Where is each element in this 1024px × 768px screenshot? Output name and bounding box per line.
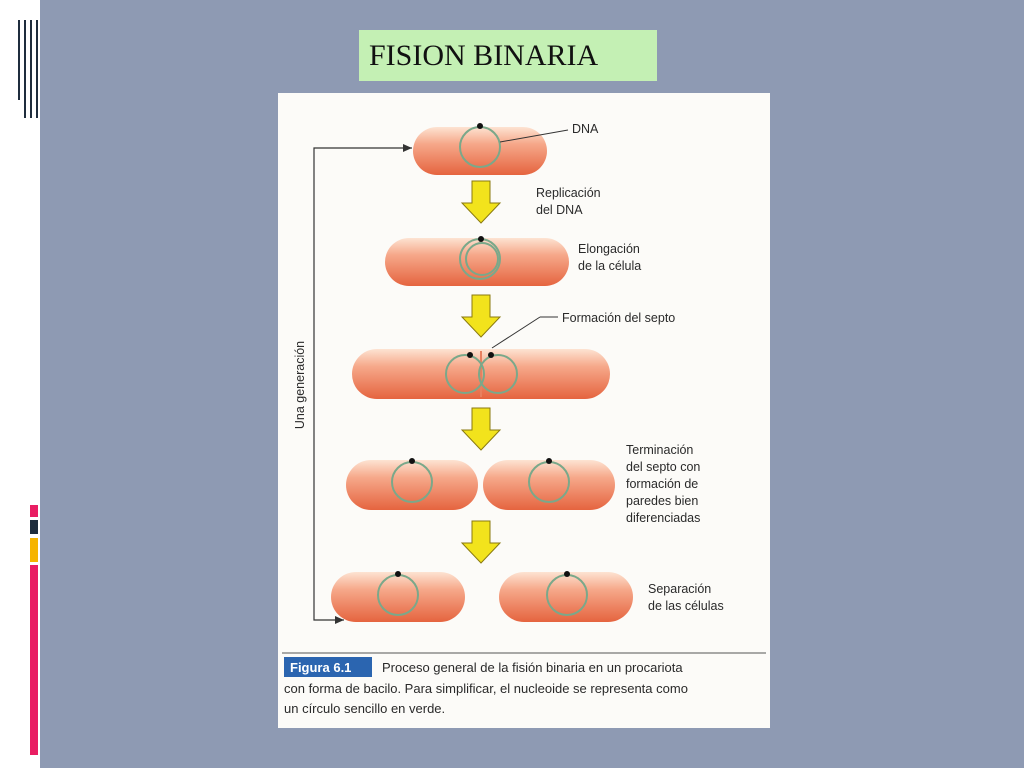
label-terminacion-4: paredes bien (626, 494, 698, 508)
decorative-line (36, 20, 38, 118)
label-elongacion-1: Elongación (578, 242, 640, 256)
decorative-line (18, 20, 20, 100)
label-dna: DNA (572, 122, 599, 136)
cell-stage-5-left (331, 571, 465, 622)
label-terminacion-1: Terminación (626, 443, 693, 457)
cell-stage-5-right (499, 571, 633, 622)
label-replicacion-1: Replicación (536, 186, 601, 200)
cell-stage-4-left (346, 458, 478, 510)
decorative-line (30, 20, 32, 118)
generation-bracket (313, 144, 412, 624)
fission-diagram: Una generación DNA Replicación del DNA E… (282, 122, 766, 716)
label-elongacion-2: de la célula (578, 259, 641, 273)
label-terminacion-2: del septo con (626, 460, 700, 474)
accent-bar-pink-long (30, 565, 38, 755)
arrow-down-icon (460, 407, 502, 451)
accent-bar-pink (30, 505, 38, 517)
label-septo: Formación del septo (562, 311, 675, 325)
figure-label-box (284, 657, 372, 677)
label-separacion-1: Separación (648, 582, 711, 596)
label-replicacion-2: del DNA (536, 203, 583, 217)
cell-stage-4-right (483, 458, 615, 510)
arrow-down-icon (460, 294, 502, 338)
caption-line-2: con forma de bacilo. Para simplificar, e… (284, 681, 688, 696)
accent-bar-yellow (30, 538, 38, 562)
label-terminacion-3: formación de (626, 477, 698, 491)
slide-title: FISION BINARIA (359, 30, 657, 81)
binary-fission-figure: Una generación DNA Replicación del DNA E… (278, 93, 770, 728)
arrow-down-icon (460, 520, 502, 564)
label-separacion-2: de las células (648, 599, 724, 613)
left-sidebar (0, 0, 40, 768)
caption-line-1: Proceso general de la fisión binaria en … (382, 660, 683, 675)
cell-stage-2 (385, 236, 569, 286)
cell-stage-1 (413, 123, 569, 175)
accent-bar-navy (30, 520, 38, 534)
label-terminacion-5: diferenciadas (626, 511, 700, 525)
caption-line-3: un círculo sencillo en verde. (284, 701, 445, 716)
decorative-line (24, 20, 26, 118)
figure-label: Figura 6.1 (290, 660, 351, 675)
arrow-down-icon (460, 180, 502, 224)
generation-label: Una generación (293, 341, 307, 429)
cell-stage-3 (352, 349, 610, 399)
